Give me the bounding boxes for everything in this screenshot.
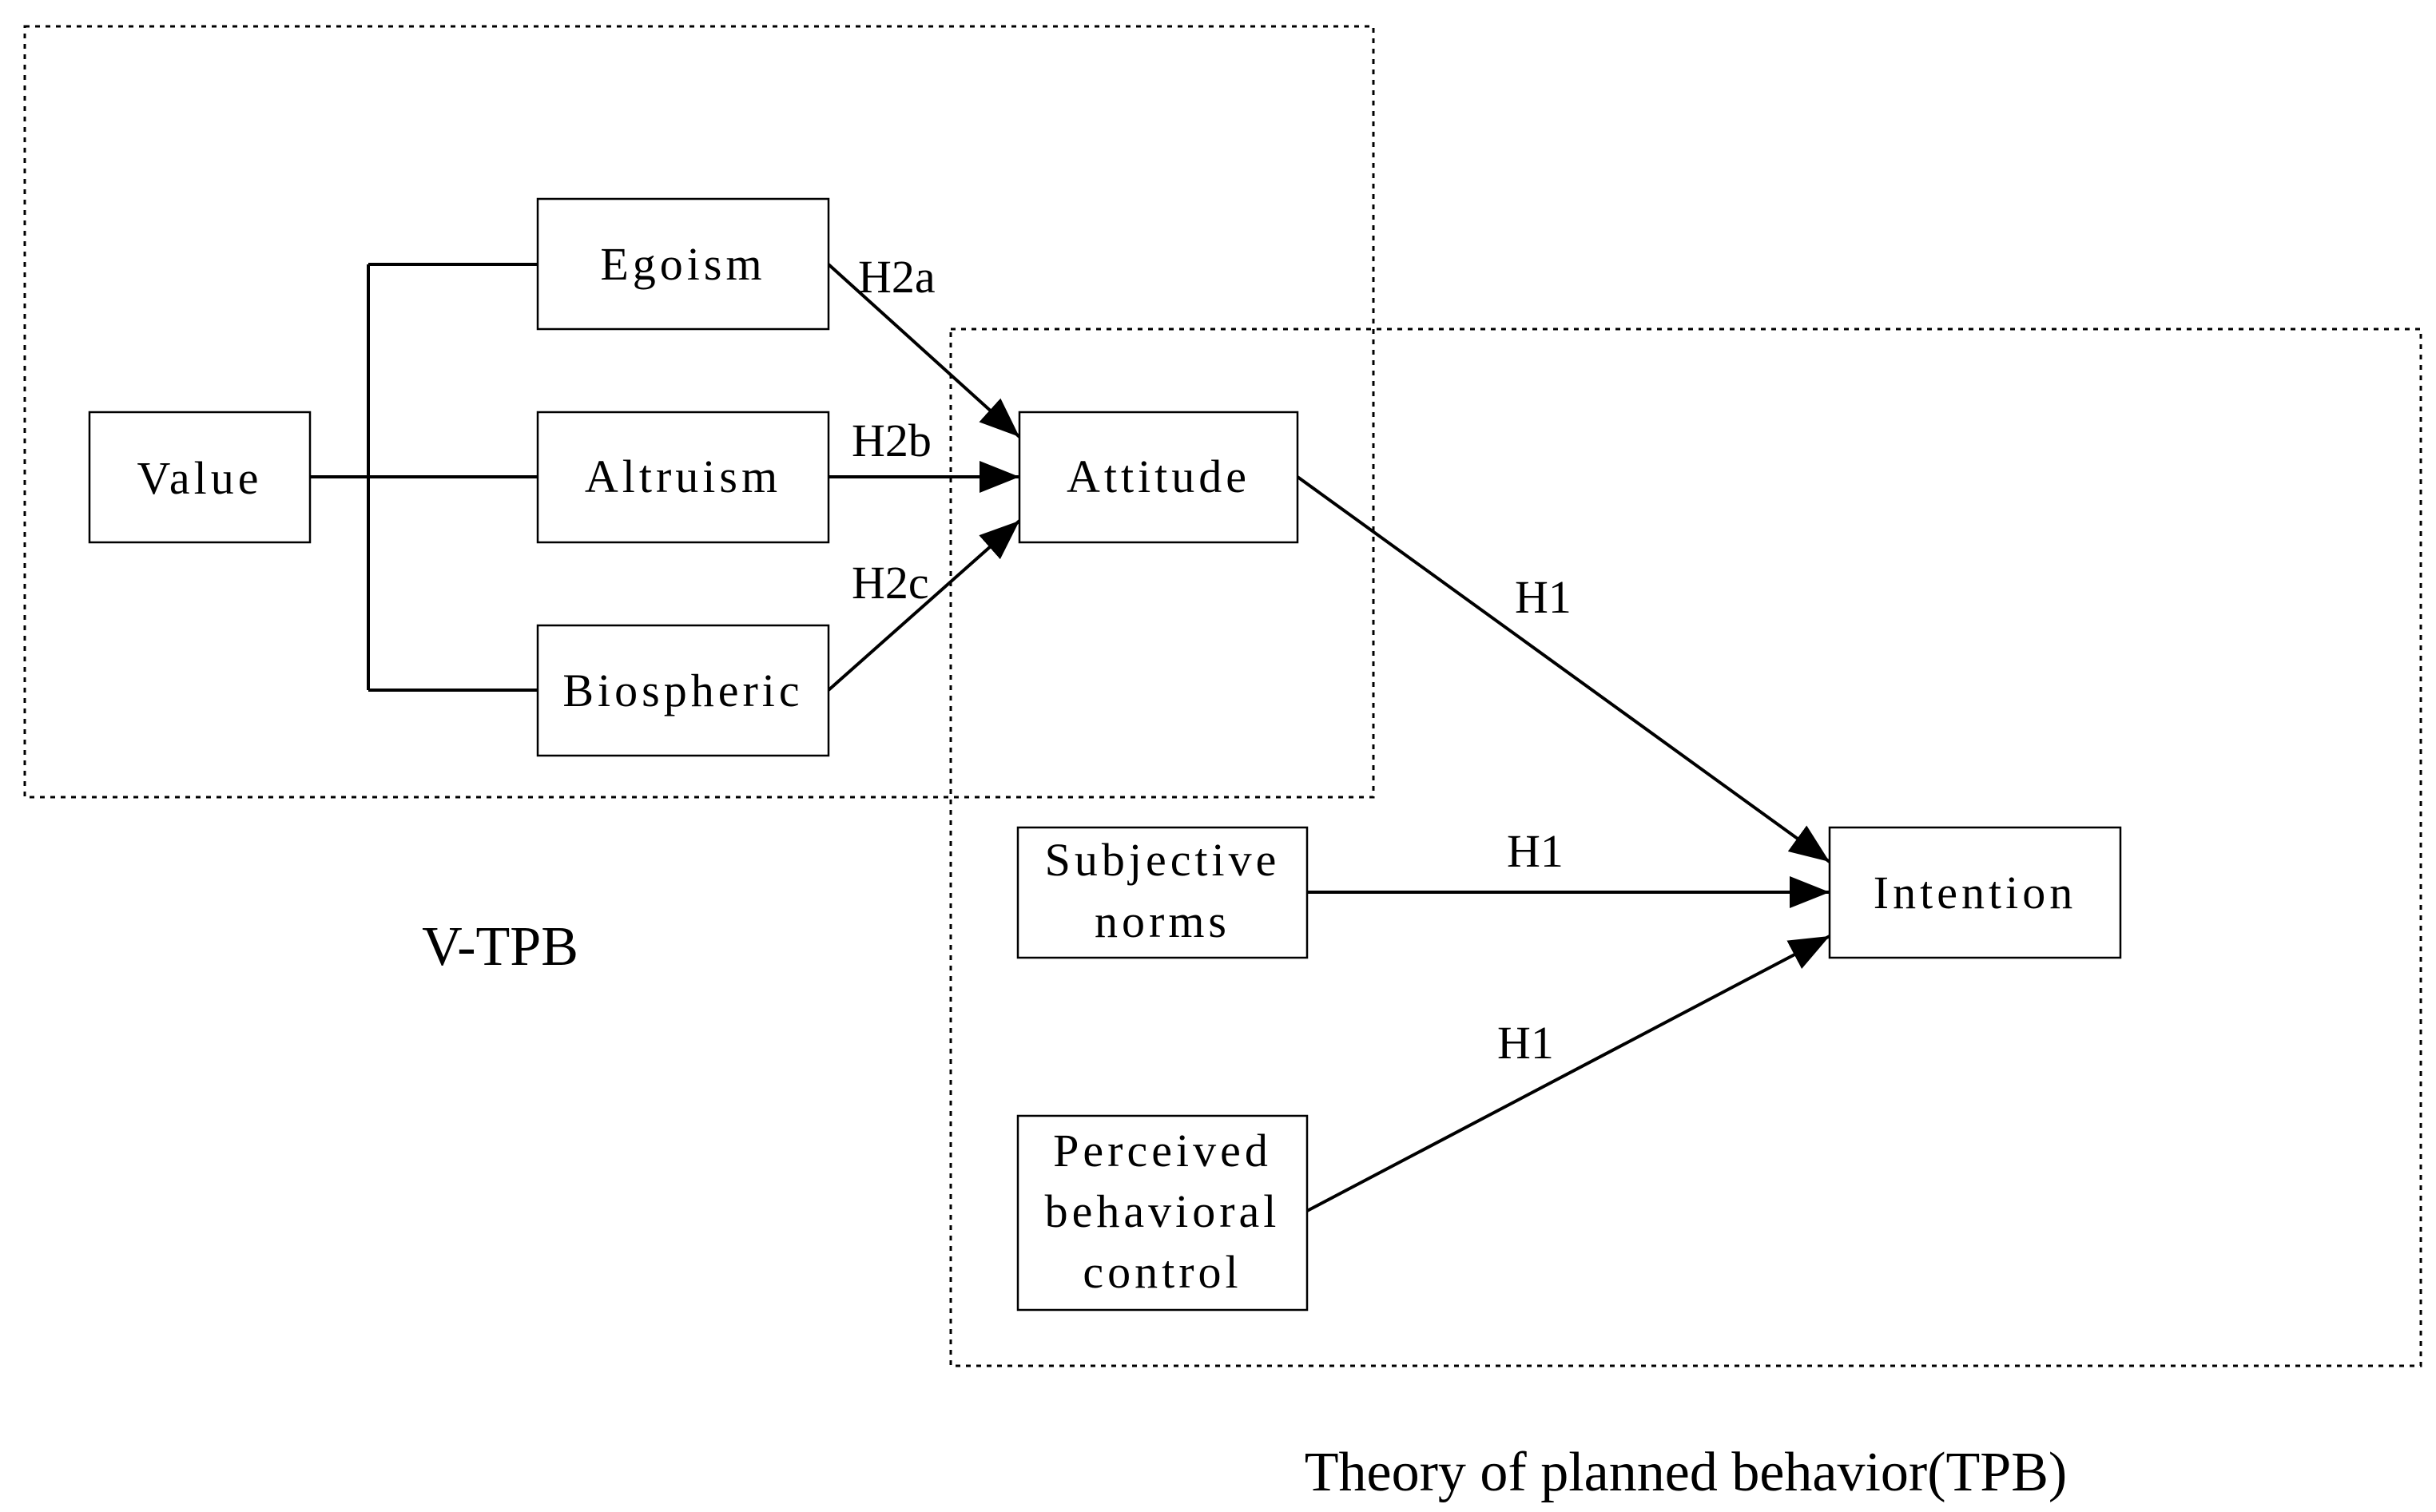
edge-label-h2c: H2c <box>852 557 929 609</box>
node-attitude-label: Attitude <box>1067 450 1250 502</box>
node-egoism: Egoism <box>536 197 830 331</box>
node-biospheric-label: Biospheric <box>562 665 803 716</box>
edge-attitude-intention <box>1296 475 1831 863</box>
tpb-group-box <box>949 327 2422 1367</box>
node-egoism-label: Egoism <box>600 238 765 290</box>
node-value: Value <box>88 411 312 544</box>
node-altruism-label: Altruism <box>585 450 781 502</box>
node-perceived-behavioral-control: Perceived behavioral control <box>1016 1114 1309 1312</box>
edge-egoism-attitude <box>827 263 1021 439</box>
edge-biospheric-attitude <box>827 519 1021 692</box>
node-pbc-label-line1: Perceived <box>1053 1125 1272 1177</box>
tpb-group-label: Theory of planned behavior(TPB) <box>1305 1442 2067 1503</box>
node-pbc-label-line3: control <box>1083 1246 1242 1298</box>
node-subjective-norms-label-line2: norms <box>1095 895 1230 947</box>
edge-label-h1-attitude: H1 <box>1515 571 1572 623</box>
value-branch-connectors <box>310 263 538 692</box>
node-intention: Intention <box>1828 826 2122 959</box>
edge-pbc-intention <box>1306 935 1830 1212</box>
node-subjective-norms-label-line1: Subjective <box>1045 834 1281 886</box>
node-pbc-label-line2: behavioral <box>1045 1185 1281 1237</box>
edge-label-h1-subjective-norms: H1 <box>1507 825 1564 877</box>
node-intention-label: Intention <box>1874 867 2076 919</box>
node-altruism: Altruism <box>536 411 830 544</box>
vtpb-group-label: V-TPB <box>422 916 578 978</box>
vtpb-group-box <box>23 25 1375 799</box>
node-biospheric: Biospheric <box>536 624 830 757</box>
node-attitude: Attitude <box>1018 411 1299 544</box>
node-subjective-norms: Subjective norms <box>1016 826 1309 959</box>
edge-label-h2b: H2b <box>852 415 932 466</box>
edge-label-h1-pbc: H1 <box>1497 1017 1554 1069</box>
node-value-label: Value <box>137 452 262 504</box>
edge-label-h2a: H2a <box>858 251 936 303</box>
